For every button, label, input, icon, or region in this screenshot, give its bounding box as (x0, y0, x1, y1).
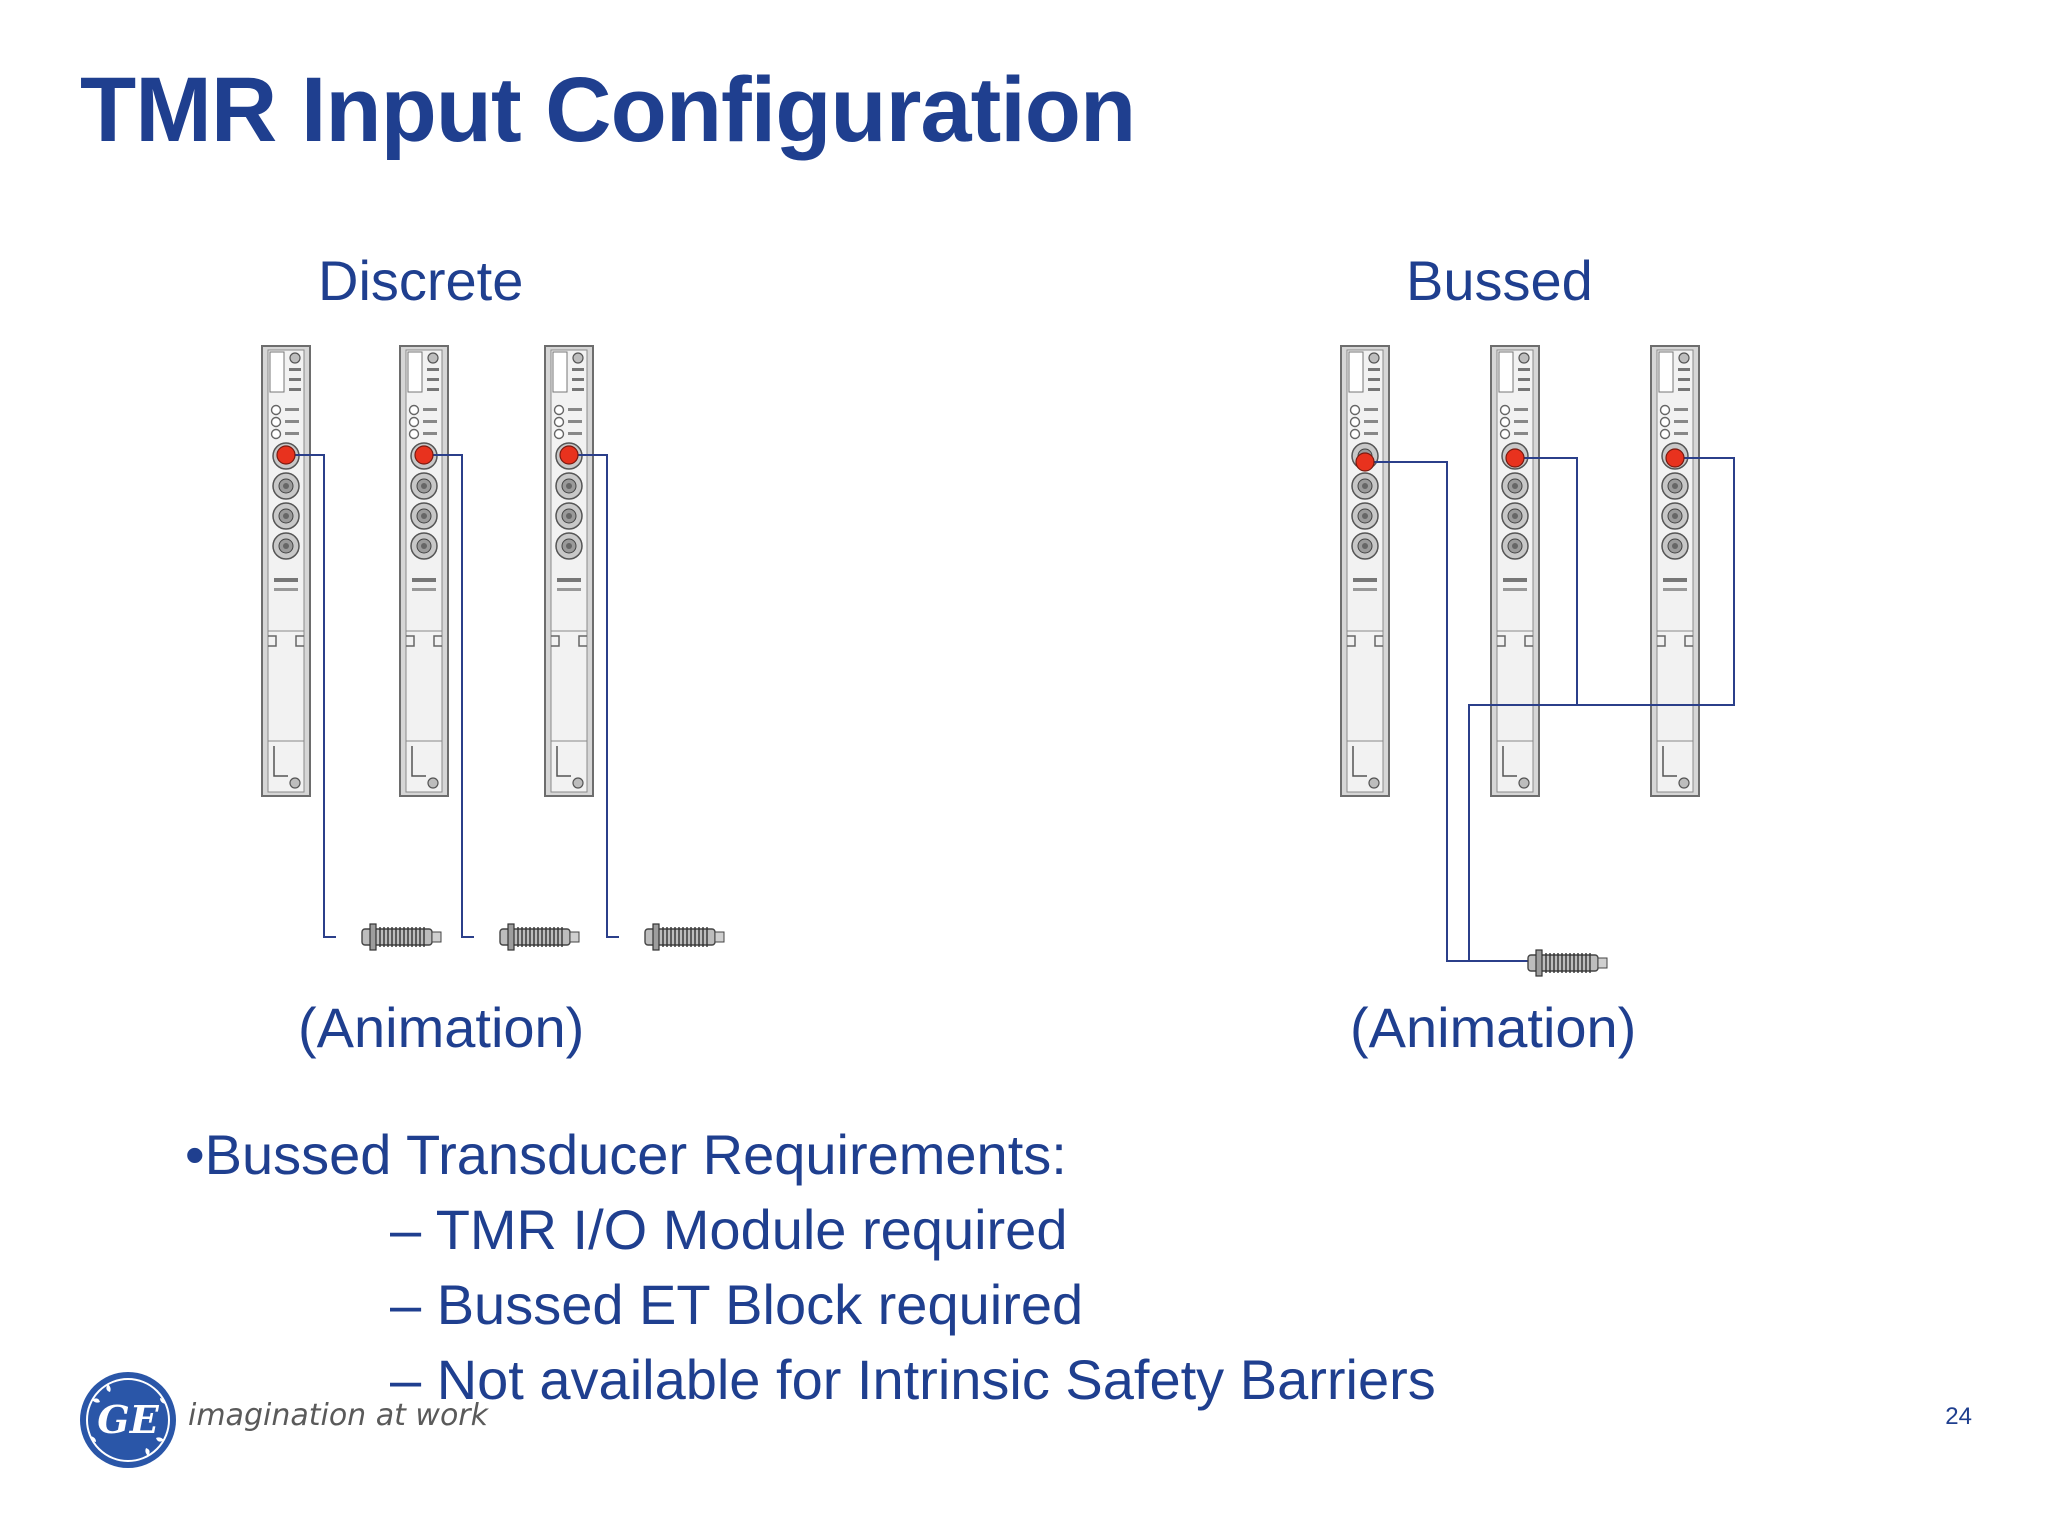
io-module (1490, 345, 1540, 797)
wire (424, 454, 474, 938)
input-point-icon (1505, 448, 1525, 468)
io-module (1650, 345, 1700, 797)
requirement-item: – Bussed ET Block required (390, 1273, 1084, 1336)
input-point-icon (276, 445, 296, 465)
bussed-animation-caption: (Animation) (1350, 996, 1637, 1059)
ge-logo-icon: GE (78, 1370, 178, 1470)
requirements-heading: •Bussed Transducer Requirements: (185, 1123, 1067, 1186)
transducer-icon (361, 923, 442, 951)
transducer-icon (644, 923, 725, 951)
requirement-item: – Not available for Intrinsic Safety Bar… (390, 1348, 1436, 1411)
io-module (399, 345, 449, 797)
requirement-item: – TMR I/O Module required (390, 1198, 1068, 1261)
wire (1577, 457, 1735, 706)
input-point-icon (414, 445, 434, 465)
wire (286, 454, 336, 938)
discrete-animation-caption: (Animation) (298, 996, 585, 1059)
wire (1365, 461, 1528, 962)
transducer-icon (499, 923, 580, 951)
discrete-label: Discrete (318, 249, 524, 312)
input-point-icon (1665, 448, 1685, 468)
input-point-icon (1355, 452, 1375, 472)
io-module (261, 345, 311, 797)
requirements-list: •Bussed Transducer Requirements: – TMR I… (185, 1118, 1436, 1417)
input-point-icon (559, 445, 579, 465)
transducer-icon (1527, 949, 1608, 977)
wire (569, 454, 619, 938)
page-number: 24 (1945, 1403, 1972, 1430)
tagline: imagination at work (188, 1398, 488, 1433)
io-module (544, 345, 594, 797)
slide-title: TMR Input Configuration (80, 59, 1136, 161)
svg-text:GE: GE (97, 1397, 159, 1442)
io-module (1340, 345, 1390, 797)
bussed-label: Bussed (1406, 249, 1593, 312)
